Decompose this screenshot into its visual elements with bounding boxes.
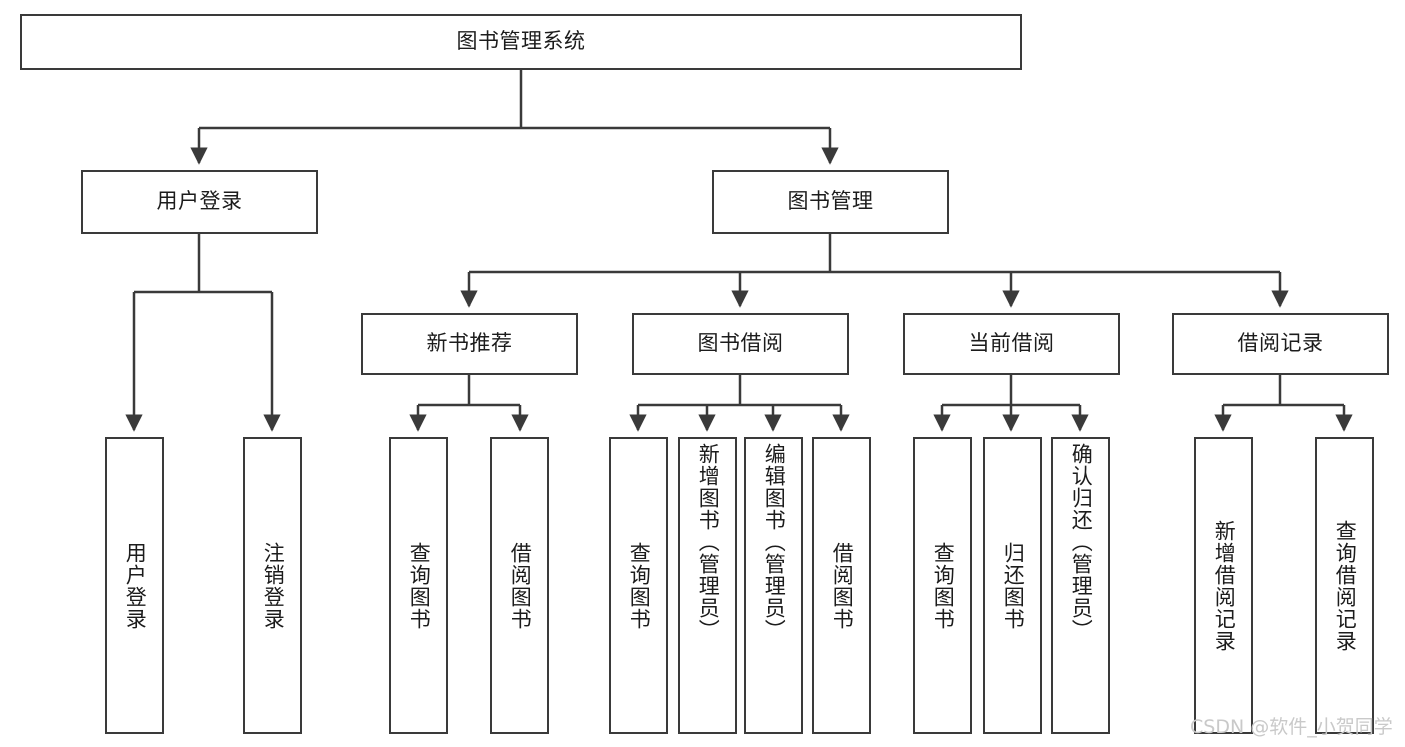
leaf-query-book-2[interactable]: 查询图书	[609, 437, 668, 734]
node-user-login[interactable]: 用户登录	[81, 170, 318, 234]
csdn-watermark: CSDN @软件_小贺同学	[1190, 716, 1393, 738]
leaf-edit-book-admin[interactable]: 编辑图书（管理员）	[744, 437, 803, 734]
leaf-return-book[interactable]: 归还图书	[983, 437, 1042, 734]
node-book-manage[interactable]: 图书管理	[712, 170, 949, 234]
leaf-confirm-return-admin-label: 确认归还（管理员）	[1069, 443, 1094, 641]
leaf-borrow-book-2-label: 借阅图书	[830, 541, 855, 630]
node-root-label: 图书管理系统	[456, 29, 586, 54]
leaf-logout-login[interactable]: 注销登录	[243, 437, 302, 734]
leaf-query-book-1[interactable]: 查询图书	[389, 437, 448, 734]
leaf-user-login-label: 用户登录	[123, 541, 148, 630]
node-root[interactable]: 图书管理系统	[20, 14, 1022, 70]
leaf-add-borrow-record[interactable]: 新增借阅记录	[1194, 437, 1253, 734]
node-book-borrow[interactable]: 图书借阅	[632, 313, 849, 375]
leaf-add-borrow-record-label: 新增借阅记录	[1212, 519, 1237, 652]
leaf-add-book-admin[interactable]: 新增图书（管理员）	[678, 437, 737, 734]
node-current-borrow-label: 当前借阅	[968, 331, 1055, 356]
node-new-book-recommend-label: 新书推荐	[426, 331, 513, 356]
leaf-query-book-3-label: 查询图书	[931, 541, 956, 630]
leaf-borrow-book-2[interactable]: 借阅图书	[812, 437, 871, 734]
leaf-query-book-3[interactable]: 查询图书	[913, 437, 972, 734]
leaf-borrow-book-1[interactable]: 借阅图书	[490, 437, 549, 734]
leaf-confirm-return-admin[interactable]: 确认归还（管理员）	[1051, 437, 1110, 734]
leaf-query-book-1-label: 查询图书	[407, 541, 432, 630]
node-book-manage-label: 图书管理	[787, 189, 874, 214]
leaf-return-book-label: 归还图书	[1001, 541, 1026, 630]
leaf-query-borrow-record[interactable]: 查询借阅记录	[1315, 437, 1374, 734]
node-book-borrow-label: 图书借阅	[697, 331, 784, 356]
node-user-login-label: 用户登录	[156, 189, 243, 214]
leaf-edit-book-admin-label: 编辑图书（管理员）	[762, 443, 787, 641]
leaf-logout-login-label: 注销登录	[261, 541, 286, 630]
leaf-query-book-2-label: 查询图书	[627, 541, 652, 630]
leaf-user-login[interactable]: 用户登录	[105, 437, 164, 734]
leaf-borrow-book-1-label: 借阅图书	[508, 541, 533, 630]
node-borrow-record-label: 借阅记录	[1237, 331, 1324, 356]
leaf-query-borrow-record-label: 查询借阅记录	[1333, 519, 1358, 652]
node-new-book-recommend[interactable]: 新书推荐	[361, 313, 578, 375]
node-borrow-record[interactable]: 借阅记录	[1172, 313, 1389, 375]
node-current-borrow[interactable]: 当前借阅	[903, 313, 1120, 375]
leaf-add-book-admin-label: 新增图书（管理员）	[696, 443, 721, 641]
